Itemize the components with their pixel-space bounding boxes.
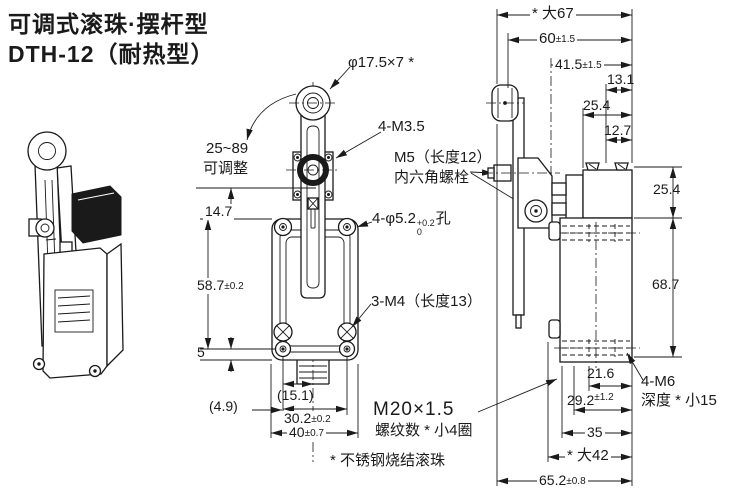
dim-hole-pitch: 30.2±0.2 bbox=[282, 410, 333, 427]
callout-clamp-bolt-2: 内六角螺栓 bbox=[394, 169, 470, 186]
side-view-dimensions bbox=[496, 9, 682, 486]
dim-roller-to-back: 60±1.5 bbox=[537, 30, 578, 48]
callout-roller-size: φ17.5×7 * bbox=[348, 54, 415, 71]
callout-conduit-1: M20×1.5 bbox=[373, 399, 455, 420]
callout-adjust-range-1: 25~89 bbox=[206, 140, 249, 157]
switch-head bbox=[71, 185, 122, 244]
lever-slot bbox=[306, 125, 320, 289]
dim-head-step: 13.1 bbox=[607, 71, 635, 87]
conduit-leader bbox=[477, 378, 558, 413]
front-view-dimensions bbox=[200, 66, 558, 438]
dim-hole-to-center: (15.1) bbox=[277, 387, 314, 403]
callout-adjust-range-2: 可调整 bbox=[203, 160, 249, 177]
dim-lever-offset: 14.7 bbox=[203, 203, 235, 220]
dim-head-depth: 25.4 bbox=[583, 97, 611, 113]
label-panel bbox=[54, 289, 94, 333]
page-title-line1: 可调式滚珠·摆杆型 bbox=[8, 11, 209, 37]
hidden-m6-holes bbox=[554, 222, 640, 368]
dim-overall-reach: * 大67 bbox=[530, 5, 576, 23]
head-side bbox=[582, 169, 633, 219]
dim-head-height: 25.4 bbox=[653, 181, 681, 197]
lever-screws-leader bbox=[335, 131, 382, 159]
cover-screws-leader bbox=[351, 303, 372, 328]
side-clip bbox=[548, 319, 561, 339]
callout-cover-screws: 3-M4（长度13） bbox=[371, 293, 482, 310]
dim-overall-width: 65.2±0.8 bbox=[537, 472, 588, 489]
front-view-drawing bbox=[196, 82, 359, 462]
mount-hole-leader bbox=[356, 220, 373, 228]
callout-clamp-bolt-1: M5（长度12） bbox=[394, 149, 492, 166]
dim-hole-to-back: 29.2±1.2 bbox=[567, 392, 614, 408]
plunger-housing bbox=[565, 174, 584, 223]
dim-hole-to-bottom: 5 bbox=[197, 344, 205, 360]
adjust-range-arc bbox=[246, 93, 297, 141]
callout-side-holes-2: 深度 * 小15 bbox=[641, 392, 717, 409]
dim-body-height: 58.7±0.2 bbox=[195, 277, 246, 294]
dim-overall-depth: * 大42 bbox=[565, 447, 611, 465]
page-title-line2: DTH-12（耐热型） bbox=[8, 41, 215, 67]
callout-side-holes-1: 4-M6 bbox=[641, 373, 676, 390]
side-holes-leader bbox=[626, 352, 644, 381]
perspective-view-drawing bbox=[27, 131, 124, 379]
dim-edge-to-hole: (4.9) bbox=[209, 398, 238, 414]
roller-size-leader bbox=[329, 66, 351, 90]
side-clip bbox=[548, 221, 561, 241]
callout-lever-screws: 4-M3.5 bbox=[378, 118, 425, 135]
dim-body-width: 40±0.7 bbox=[287, 424, 326, 441]
dim-pivot-to-back: 41.5±1.5 bbox=[553, 56, 604, 73]
dim-body-height-side: 68.7 bbox=[652, 276, 680, 292]
dim-body-depth: 35 bbox=[585, 424, 605, 441]
roller bbox=[27, 131, 67, 171]
footnote: * 不锈钢烧结滚珠 bbox=[330, 452, 446, 469]
callout-conduit-2: 螺纹数 * 小4圈 bbox=[375, 422, 473, 439]
conduit bbox=[296, 360, 330, 385]
dim-conduit-to-back: 21.6 bbox=[587, 365, 615, 381]
dim-cover-step: 12.7 bbox=[604, 122, 632, 138]
side-view-drawing bbox=[483, 58, 640, 368]
